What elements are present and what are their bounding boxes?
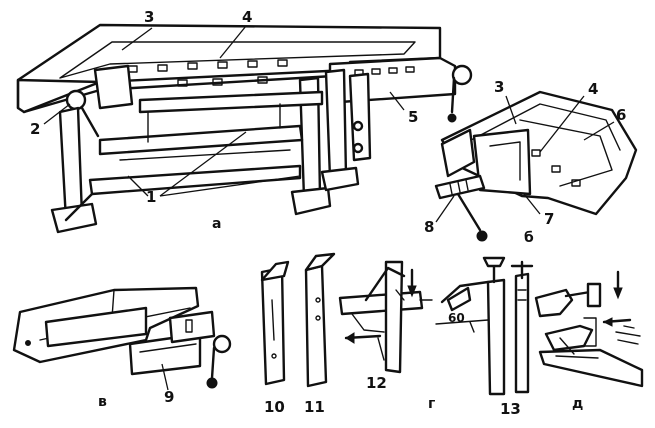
vise-detail: [434, 90, 638, 242]
callout-3a: 3: [144, 8, 154, 26]
callout-12: 12: [366, 374, 387, 392]
panel-label-v: в: [98, 394, 107, 410]
callout-5: 5: [408, 108, 418, 126]
angle-label: 60: [448, 311, 465, 325]
callout-4b: 4: [588, 80, 598, 98]
workbench-assembly: [16, 23, 473, 234]
panel-label-d: д: [572, 396, 583, 412]
callout-3b: 3: [494, 78, 504, 96]
callout-9: 9: [164, 388, 174, 406]
leaders-panel-b: [435, 95, 615, 223]
bench-stop-11: [304, 252, 336, 388]
bench-stop-10: [260, 260, 290, 386]
panel-label-a: а: [212, 216, 221, 232]
panel-label-b: б: [524, 230, 534, 246]
callout-13: 13: [500, 400, 521, 418]
panel-label-g: г: [428, 396, 435, 412]
callout-10: 10: [264, 398, 285, 416]
callout-2: 2: [30, 120, 40, 138]
hammering-detail: [534, 270, 644, 388]
bench-clamp-13: [435, 256, 534, 396]
leaders-panel-a: [43, 25, 405, 197]
callout-4a: 4: [242, 8, 252, 26]
callout-8: 8: [424, 218, 434, 236]
callout-6: 6: [616, 106, 626, 124]
callout-11: 11: [304, 398, 325, 416]
bench-stop-12: [338, 260, 433, 374]
tail-vise: [12, 286, 232, 389]
callout-1: 1: [146, 188, 156, 206]
callout-7: 7: [544, 210, 554, 228]
